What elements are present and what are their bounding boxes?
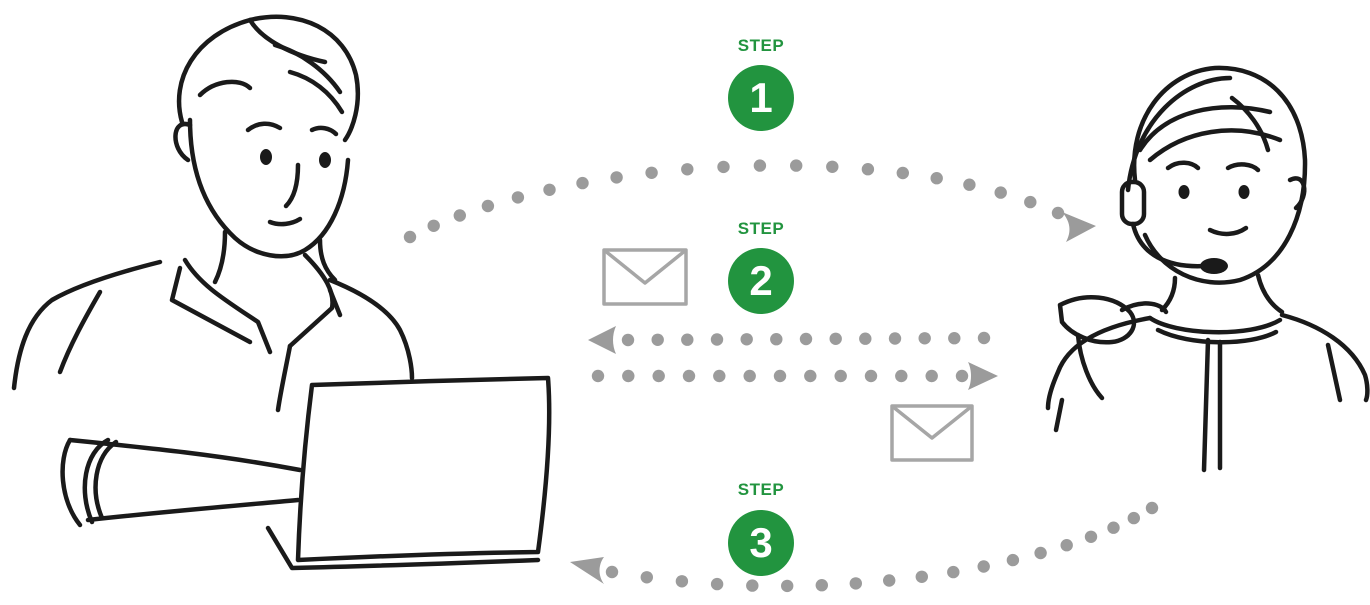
path-dot: [652, 334, 664, 346]
path-dot: [744, 370, 756, 382]
path-dot: [781, 580, 793, 592]
path-dot: [746, 579, 758, 591]
path-dot: [1034, 547, 1046, 559]
path-dot: [978, 560, 990, 572]
path-dot: [681, 334, 693, 346]
path-dot: [835, 370, 847, 382]
path-dot: [1146, 502, 1158, 514]
step-3-badge: 3: [728, 510, 794, 576]
path-dot: [741, 333, 753, 345]
path-dot: [1007, 554, 1019, 566]
path-dot: [653, 370, 665, 382]
path-dot: [947, 566, 959, 578]
path-dot: [931, 172, 943, 184]
arrow-icon: [1062, 212, 1096, 242]
path-dot: [711, 578, 723, 590]
path-dot: [895, 370, 907, 382]
path-dot: [963, 179, 975, 191]
arrow-icon: [968, 362, 998, 390]
path-dot: [717, 161, 729, 173]
envelope-icon: [604, 250, 686, 304]
path-dot: [645, 167, 657, 179]
path-dot: [610, 171, 622, 183]
path-dot: [826, 161, 838, 173]
path-dot: [790, 159, 802, 171]
step-1-badge: 1: [728, 65, 794, 131]
path-dot: [926, 370, 938, 382]
step-3-label: STEP: [721, 480, 801, 500]
path-dot: [995, 186, 1007, 198]
path-dot: [865, 370, 877, 382]
path-dot: [543, 184, 555, 196]
path-dot: [830, 333, 842, 345]
path-dot: [956, 370, 968, 382]
man-with-laptop-illustration: [14, 17, 549, 568]
path-dot: [683, 370, 695, 382]
path-dot: [1128, 512, 1140, 524]
path-dot: [512, 191, 524, 203]
path-dot: [1107, 522, 1119, 534]
support-agent-headset-illustration: [1048, 68, 1367, 470]
path-dot: [482, 200, 494, 212]
path-dot: [897, 167, 909, 179]
path-dot: [622, 370, 634, 382]
path-dot: [919, 332, 931, 344]
path-dot: [592, 370, 604, 382]
step-2-badge: 2: [728, 248, 794, 314]
path-dot: [1052, 207, 1064, 219]
path-dot: [862, 163, 874, 175]
path-dot: [576, 177, 588, 189]
path-dot: [454, 209, 466, 221]
path-dot: [711, 333, 723, 345]
path-dot: [754, 159, 766, 171]
path-dot: [770, 333, 782, 345]
step-1-label: STEP: [721, 36, 801, 56]
path-dot: [606, 566, 618, 578]
path-dot: [641, 571, 653, 583]
path-dot: [681, 163, 693, 175]
path-dot: [850, 577, 862, 589]
path-dot: [428, 220, 440, 232]
path-dot: [804, 370, 816, 382]
path-dot: [816, 579, 828, 591]
path-dot: [676, 575, 688, 587]
path-dot: [916, 571, 928, 583]
path-dot: [889, 332, 901, 344]
envelope-icon: [892, 406, 972, 460]
path-dot: [1085, 531, 1097, 543]
path-dot: [978, 332, 990, 344]
path-dot: [622, 334, 634, 346]
path-dot: [883, 574, 895, 586]
arrow-icon: [588, 326, 616, 354]
arrow-icon: [570, 557, 604, 584]
path-dot: [404, 231, 416, 243]
path-dot: [713, 370, 725, 382]
path-dot: [1061, 539, 1073, 551]
path-dot: [859, 333, 871, 345]
path-dot: [800, 333, 812, 345]
path-dot: [1024, 196, 1036, 208]
path-dot: [948, 332, 960, 344]
step-2-label: STEP: [721, 219, 801, 239]
path-dot: [774, 370, 786, 382]
